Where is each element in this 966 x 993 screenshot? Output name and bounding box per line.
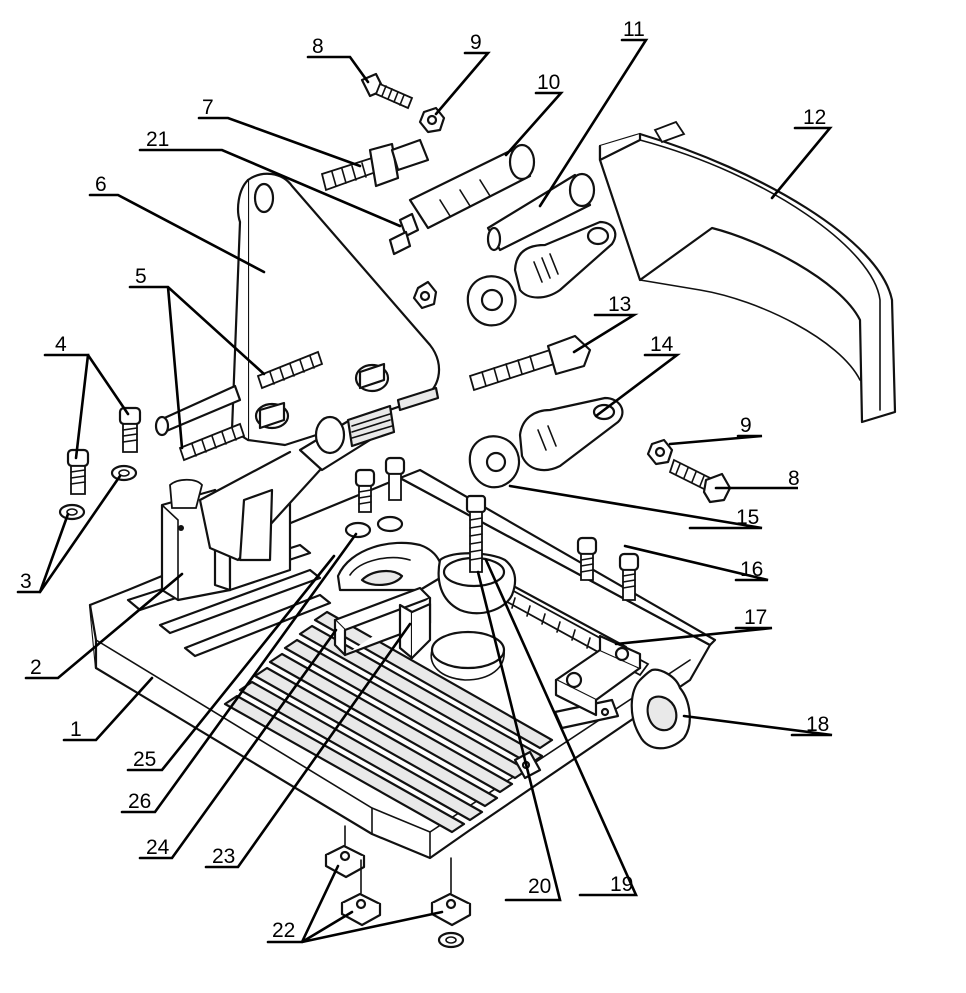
top-nut-9 [418,106,446,134]
callout-19: 19 [610,873,633,896]
callout-4: 4 [55,333,67,356]
callout-15: 15 [736,506,759,529]
callout-25: 25 [133,748,156,771]
callout-21: 21 [146,128,169,151]
callout-18: 18 [806,713,829,736]
upper-nut [412,280,438,310]
t-nuts-22 [324,825,472,949]
callout-2: 2 [30,656,42,679]
screws-4 [66,406,142,495]
callout-23: 23 [212,845,235,868]
guard-bracket-upper [466,220,617,327]
arm-pin [154,384,242,437]
callout-10: 10 [537,71,560,94]
callout-26: 26 [128,790,151,813]
callout-5: 5 [135,265,147,288]
callout-9-top: 9 [470,31,482,54]
callout-12: 12 [803,106,826,129]
blade-guard [598,120,897,424]
callout-20: 20 [528,875,551,898]
callout-6: 6 [95,173,107,196]
callout-7: 7 [202,96,214,119]
screws-16 [576,536,640,601]
arm-bolts [178,350,324,462]
callout-labels: 8 9 10 11 12 7 21 6 5 4 3 2 1 13 14 9 8 … [20,18,829,942]
bolt-8-lower [668,458,732,504]
callout-3: 3 [20,570,32,593]
nut-9-lower [646,438,674,466]
top-bolt-8 [360,72,414,110]
callout-14: 14 [650,333,674,356]
callout-17: 17 [744,606,767,629]
clamp-knob [630,668,691,750]
leader-lines [16,38,833,944]
bolt-13 [468,334,592,392]
callout-13: 13 [608,293,631,316]
handle-grip-10 [398,143,536,238]
callout-24: 24 [146,836,170,859]
pivot-bolt-7 [320,138,430,192]
callout-16: 16 [740,558,763,581]
callout-11: 11 [623,18,645,41]
callout-8-top: 8 [312,35,324,58]
handle-shaft-11 [486,172,596,252]
screws-center [344,456,406,539]
swivel-bolt [465,494,487,573]
washers-3 [58,464,138,521]
callout-9-right: 9 [740,414,752,437]
vise-screw-assembly [498,580,650,717]
callout-8-right: 8 [788,467,800,490]
pivot-arm [198,172,440,562]
callout-22: 22 [272,919,295,942]
grip-screw-21 [388,230,412,256]
callout-1: 1 [70,718,82,741]
base-slots [223,610,554,834]
base-plate [88,468,717,860]
guard-bracket-lower [468,396,624,489]
